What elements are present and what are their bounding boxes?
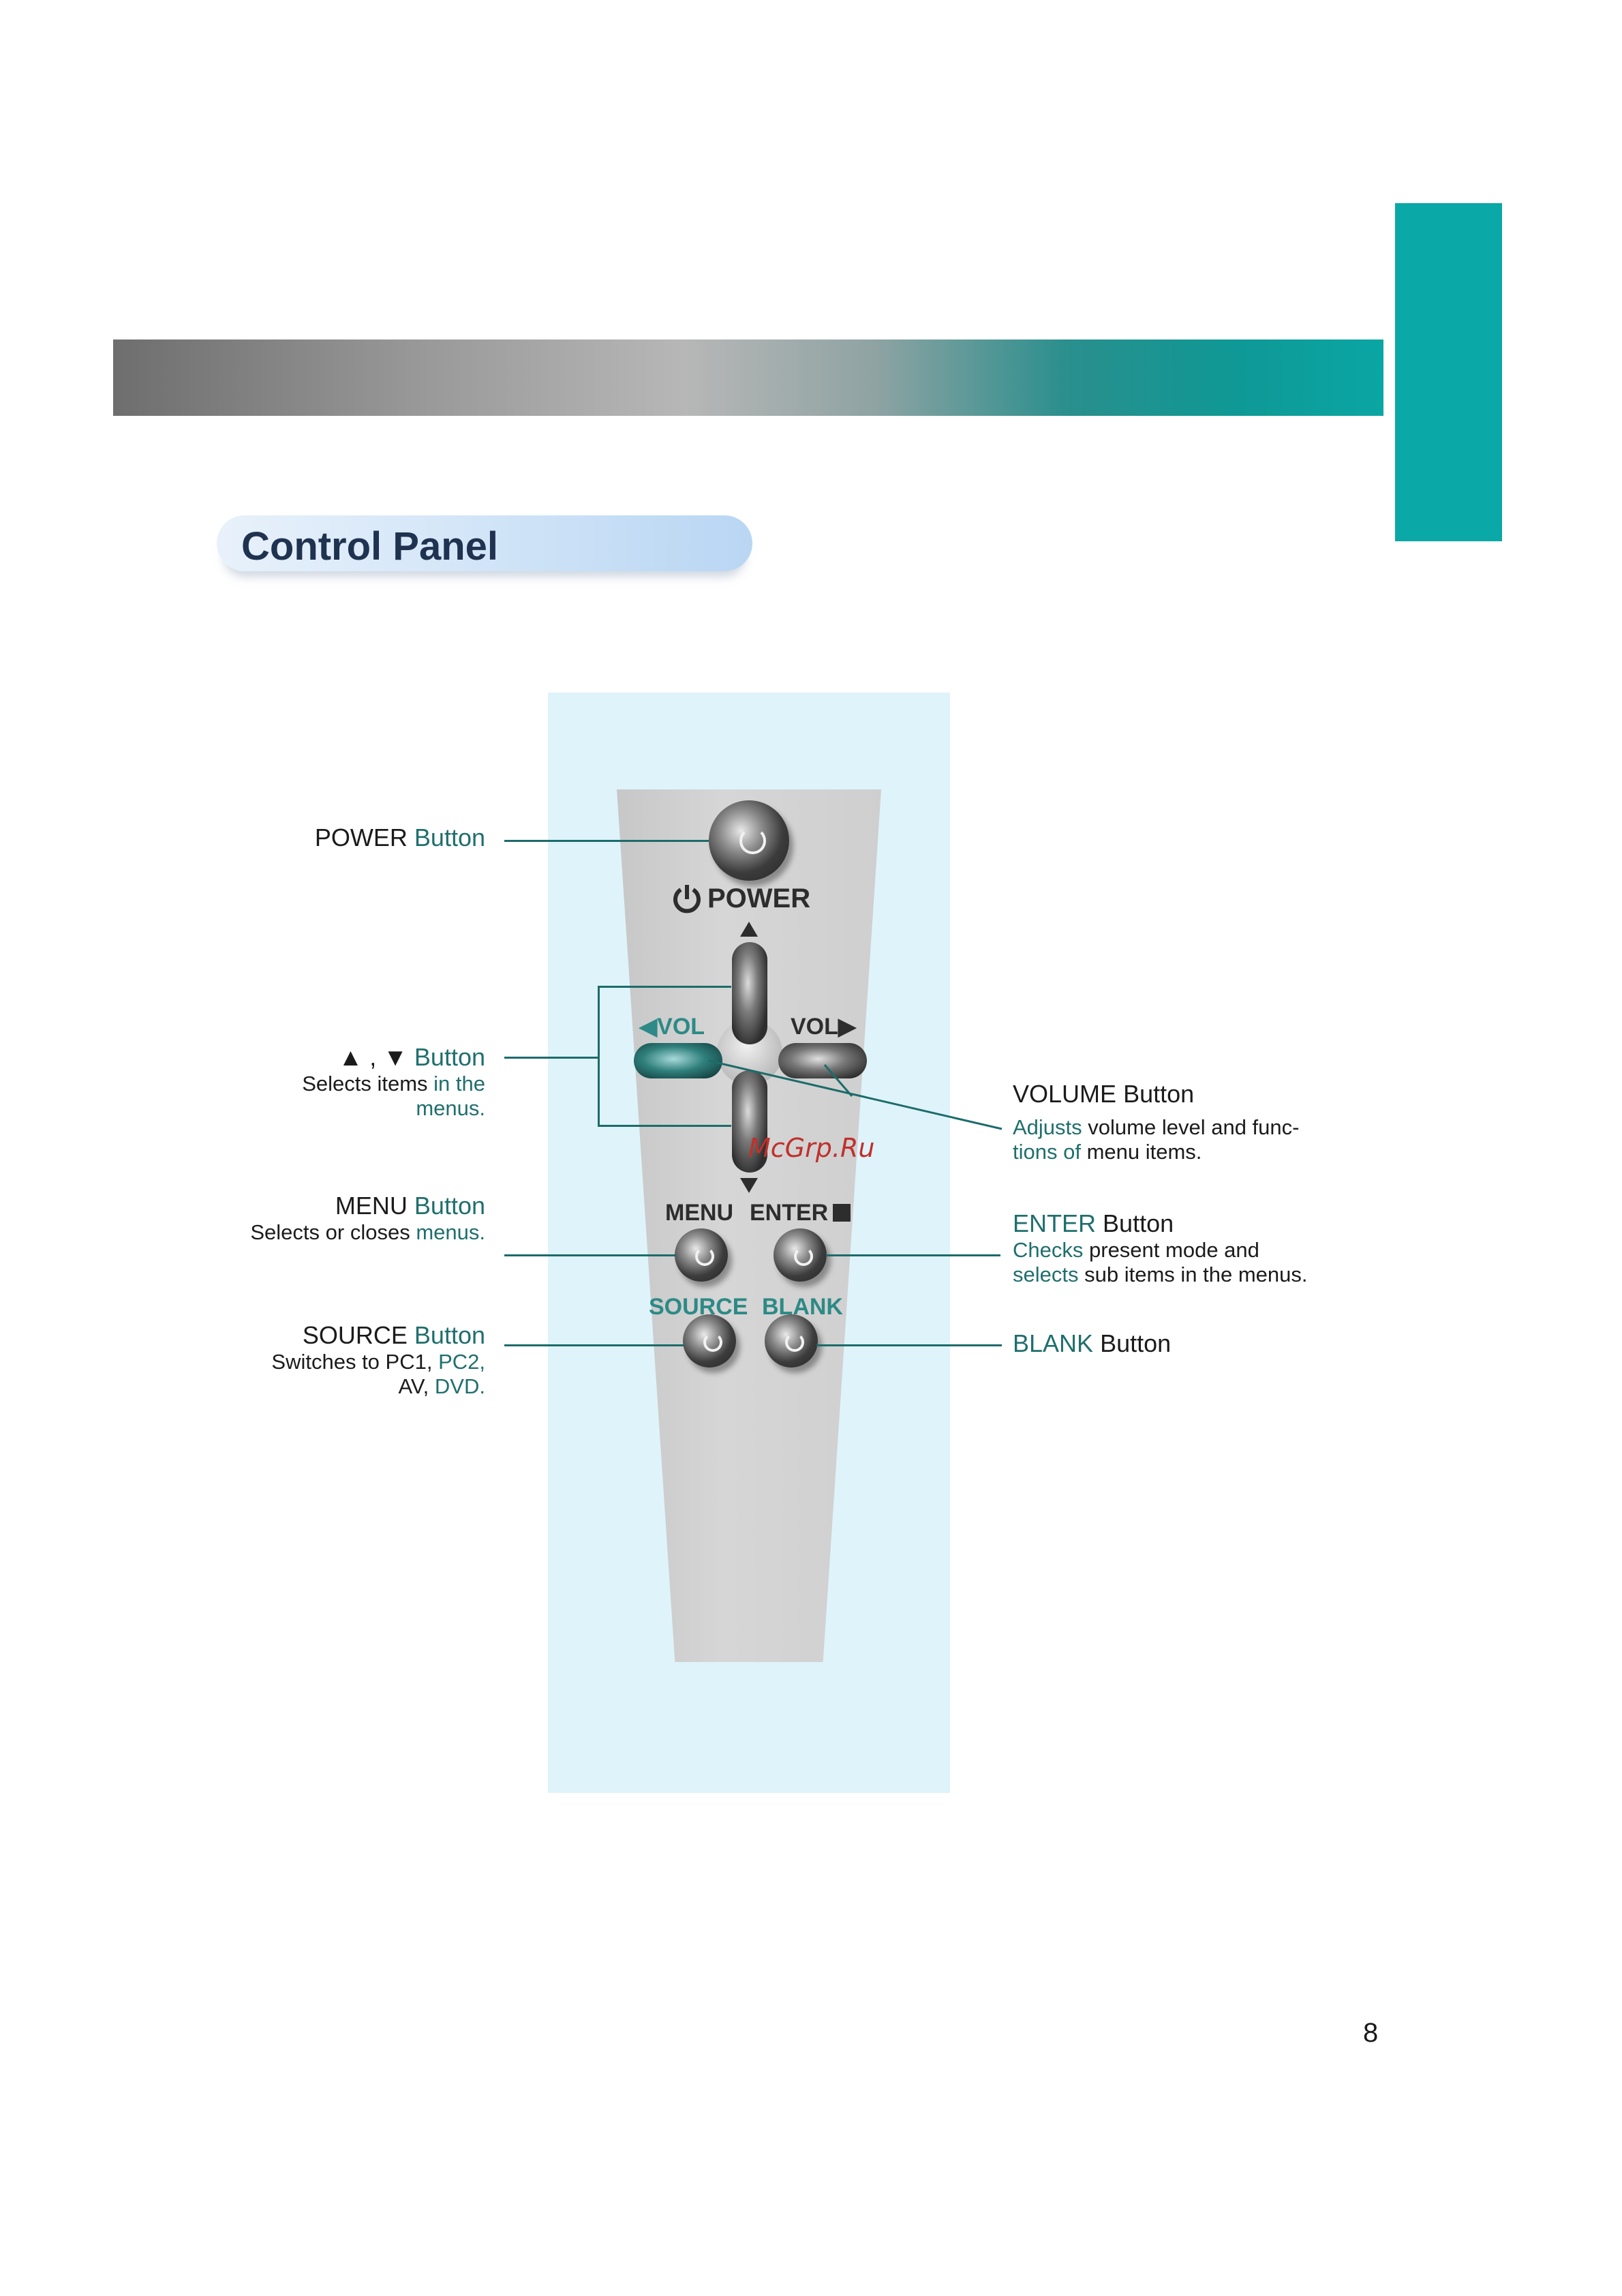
vol-left-button[interactable] — [634, 1043, 722, 1078]
watermark: McGrp.Ru — [748, 1133, 875, 1163]
vol-right-button[interactable] — [778, 1043, 867, 1078]
menu-callout-name: MENU — [335, 1192, 408, 1220]
updown-desc-c: menus. — [416, 1096, 485, 1120]
source-desc-d: DVD. — [434, 1374, 485, 1398]
enter-desc-a: Checks — [1013, 1238, 1084, 1262]
source-desc-c: AV, — [398, 1374, 429, 1398]
vol-right-label: VOL▶ — [791, 1014, 857, 1040]
title-pill — [217, 515, 752, 571]
menu-desc-b: menus. — [416, 1220, 485, 1244]
power-icon — [673, 885, 701, 913]
power-callout-name: POWER — [314, 824, 408, 851]
source-label: SOURCE — [649, 1294, 748, 1320]
enter-desc-d: sub items in the menus. — [1084, 1263, 1308, 1286]
down-button[interactable] — [732, 1070, 767, 1173]
menu-leader — [504, 1254, 676, 1256]
menu-desc-a: Selects or closes — [250, 1220, 410, 1244]
vol-left-label: ◀VOL — [639, 1014, 705, 1040]
blank-button[interactable] — [765, 1314, 818, 1368]
menu-button[interactable] — [675, 1228, 728, 1282]
source-callout-word: Button — [414, 1321, 485, 1349]
page-title: Control Panel — [241, 524, 499, 569]
enter-callout-word: Button — [1103, 1209, 1174, 1237]
blank-label: BLANK — [762, 1294, 843, 1320]
blank-leader — [816, 1344, 1002, 1346]
volume-desc-d: menu items. — [1086, 1140, 1202, 1164]
power-callout: POWER Button — [315, 824, 485, 852]
source-callout: SOURCE Button Switches to PC1, PC2, AV, … — [271, 1321, 485, 1399]
source-callout-name: SOURCE — [302, 1321, 408, 1349]
updown-desc-b: in the — [433, 1072, 485, 1096]
volume-callout-name: VOLUME — [1013, 1080, 1117, 1108]
power-label: POWER — [707, 883, 811, 913]
source-desc-a: Switches to PC1, — [271, 1350, 433, 1374]
up-arrow-icon — [740, 922, 758, 937]
volume-callout: VOLUME Button Adjusts volume level and f… — [1013, 1080, 1299, 1164]
power-callout-word: Button — [414, 824, 485, 851]
volume-desc-b: volume level and func- — [1088, 1115, 1300, 1139]
updown-bracket — [598, 986, 600, 1126]
menu-callout-word: Button — [414, 1192, 485, 1220]
power-button[interactable] — [709, 800, 789, 881]
page-number: 8 — [1363, 2018, 1379, 2048]
source-desc-b: PC2, — [438, 1350, 485, 1374]
enter-callout-name: ENTER — [1013, 1209, 1097, 1237]
blank-callout: BLANK Button — [1013, 1329, 1171, 1358]
enter-desc-c: selects — [1013, 1263, 1079, 1286]
updown-bracket-bottom — [598, 1125, 731, 1127]
enter-callout: ENTER Button Checks present mode and sel… — [1013, 1209, 1308, 1287]
volume-callout-word: Button — [1123, 1080, 1195, 1108]
menu-callout: MENU Button Selects or closes menus. — [250, 1192, 485, 1245]
updown-arrows: ▲ , ▼ — [338, 1043, 408, 1071]
updown-callout: ▲ , ▼ Button Selects items in the menus. — [302, 1043, 485, 1121]
volume-desc-c: tions of — [1013, 1140, 1081, 1164]
enter-label: ENTER — [750, 1200, 829, 1226]
updown-leader — [504, 1057, 598, 1059]
down-arrow-icon — [740, 1178, 758, 1193]
blank-callout-name: BLANK — [1013, 1329, 1094, 1357]
enter-leader — [826, 1254, 1000, 1256]
updown-desc-a: Selects items — [302, 1072, 428, 1096]
source-button[interactable] — [683, 1314, 736, 1368]
enter-button[interactable] — [774, 1228, 827, 1282]
side-tab — [1395, 203, 1502, 541]
blank-callout-word: Button — [1100, 1329, 1172, 1357]
volume-desc-a: Adjusts — [1013, 1115, 1082, 1139]
enter-desc-b: present mode and — [1089, 1238, 1259, 1262]
updown-callout-word: Button — [414, 1043, 485, 1071]
source-leader — [504, 1344, 684, 1346]
up-button[interactable] — [732, 942, 767, 1044]
power-leader — [504, 840, 709, 842]
enter-square-icon — [833, 1204, 851, 1222]
menu-label: MENU — [665, 1200, 734, 1226]
header-band — [113, 339, 1383, 416]
updown-bracket-top — [598, 986, 731, 988]
